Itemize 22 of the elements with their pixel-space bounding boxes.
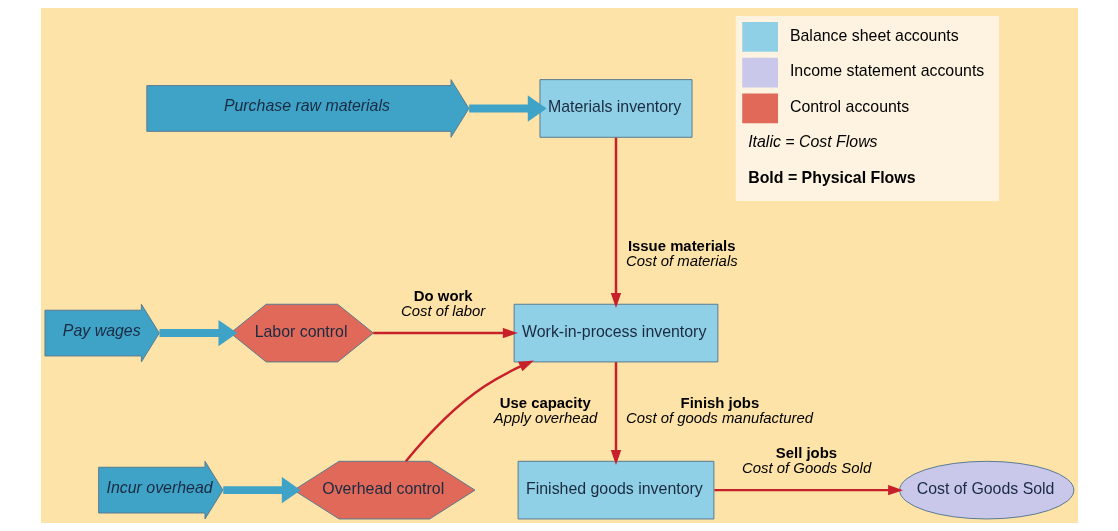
legend-label: Balance sheet accounts [789,26,959,44]
edge-label: Do work Cost of labor [400,288,485,320]
arrow [159,319,237,347]
node-box: Materials inventory [538,79,693,138]
arrow [713,484,903,496]
node-box: Finished goods inventory [517,460,714,520]
arrow [610,362,621,466]
edge-label: Finish jobs Cost of goods manufactured [625,394,813,426]
legend-label: Income statement accounts [789,62,984,80]
edge-label: Issue materials Cost of materials [625,237,738,269]
arrow [372,327,518,339]
arrow [222,476,301,504]
label: Bold = Physical Flows [747,168,916,186]
arrow [468,95,547,122]
node-box: Work-in-process inventory [513,303,718,363]
legend-label: Control accounts [789,98,909,116]
edge-label: Use capacity Apply overhead [493,394,597,426]
label: Italic = Cost Flows [747,133,878,151]
edge-label: Sell jobs Cost of Goods Sold [741,445,871,477]
arrow [610,137,621,308]
arrow [404,360,534,462]
node-ellipse: Cost of Goods Sold [898,460,1074,520]
